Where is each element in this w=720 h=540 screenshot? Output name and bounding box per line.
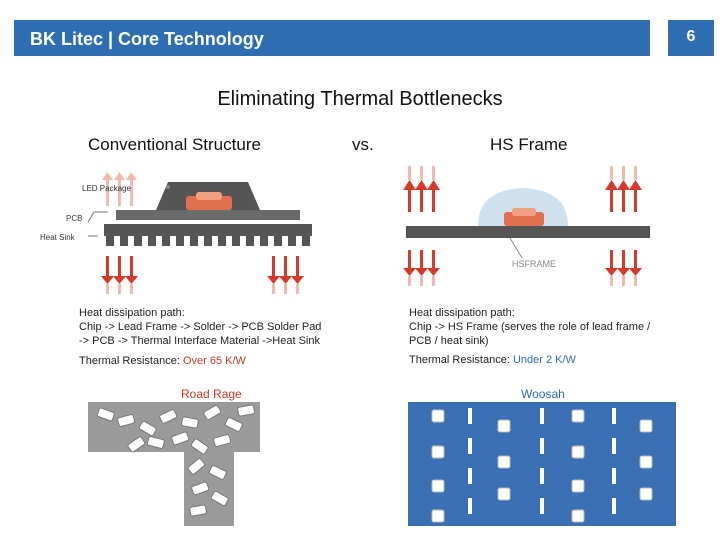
conventional-structure-diagram [87, 172, 312, 294]
left-description: Heat dissipation path: Chip -> Lead Fram… [79, 306, 359, 348]
right-path-line1: Chip -> HS Frame (serves the role of lea… [409, 321, 651, 333]
page-number-box: 6 [668, 20, 714, 56]
left-path-line1: Chip -> Lead Frame -> Solder -> PCB Sold… [79, 321, 322, 333]
heat-arrows-down-left-a [101, 256, 138, 294]
heat-sink-fins [106, 236, 310, 246]
slide-title: Eliminating Thermal Bottlenecks [217, 88, 503, 110]
jammed-cars [96, 404, 255, 517]
orderly-cars [431, 409, 653, 523]
left-path-title: Heat dissipation path: [79, 307, 185, 319]
page-number: 6 [686, 28, 696, 45]
label-led-package: LED Package [82, 184, 131, 193]
led-package [156, 182, 260, 210]
right-path-title: Heat dissipation path: [409, 307, 515, 319]
label-pcb: PCB [66, 214, 83, 223]
road-rage-illustration [88, 402, 260, 526]
right-resistance-label: Thermal Resistance: [409, 354, 510, 366]
label-hs-frame: HSFRAME [512, 259, 557, 269]
woosah-caption: Woosah [521, 387, 565, 401]
road-rage-caption: Road Rage [181, 387, 242, 401]
right-resistance-value: Under 2 K/W [512, 354, 576, 366]
label-heat-sink: Heat Sink [40, 233, 75, 242]
right-resistance: Thermal Resistance: Under 2 K/W [409, 354, 576, 366]
hs-frame-plate [406, 226, 650, 238]
left-resistance: Thermal Resistance: Over 65 K/W [79, 355, 246, 367]
left-resistance-label: Thermal Resistance: [79, 355, 180, 367]
lane-markings [468, 408, 616, 514]
right-path-line2: PCB / heat sink) [409, 335, 489, 347]
hs-frame-diagram [403, 166, 650, 286]
left-resistance-value: Over 65 K/W [182, 355, 246, 367]
woosah-illustration [408, 402, 676, 526]
heat-arrows-down-right-b [605, 250, 642, 286]
pcb-layer [116, 210, 300, 220]
header-title: BK Litec | Core Technology [30, 29, 264, 49]
header-bar: BK Litec | Core Technology [14, 20, 650, 56]
heat-arrows-down-left-b [267, 256, 304, 294]
left-path-line2: -> PCB -> Thermal Interface Material ->H… [79, 335, 320, 347]
led-dome [478, 188, 568, 226]
heat-sink-base [104, 224, 312, 236]
heat-arrows-up-left [102, 172, 137, 206]
vs-label: vs. [352, 135, 374, 154]
heat-arrows-down-right-a [403, 250, 440, 286]
right-column-title: HS Frame [490, 135, 568, 154]
right-description: Heat dissipation path: Chip -> HS Frame … [409, 306, 699, 348]
heat-arrows-up-right-b [605, 166, 642, 212]
left-column-title: Conventional Structure [88, 135, 261, 154]
heat-arrows-up-right-a [403, 166, 440, 212]
